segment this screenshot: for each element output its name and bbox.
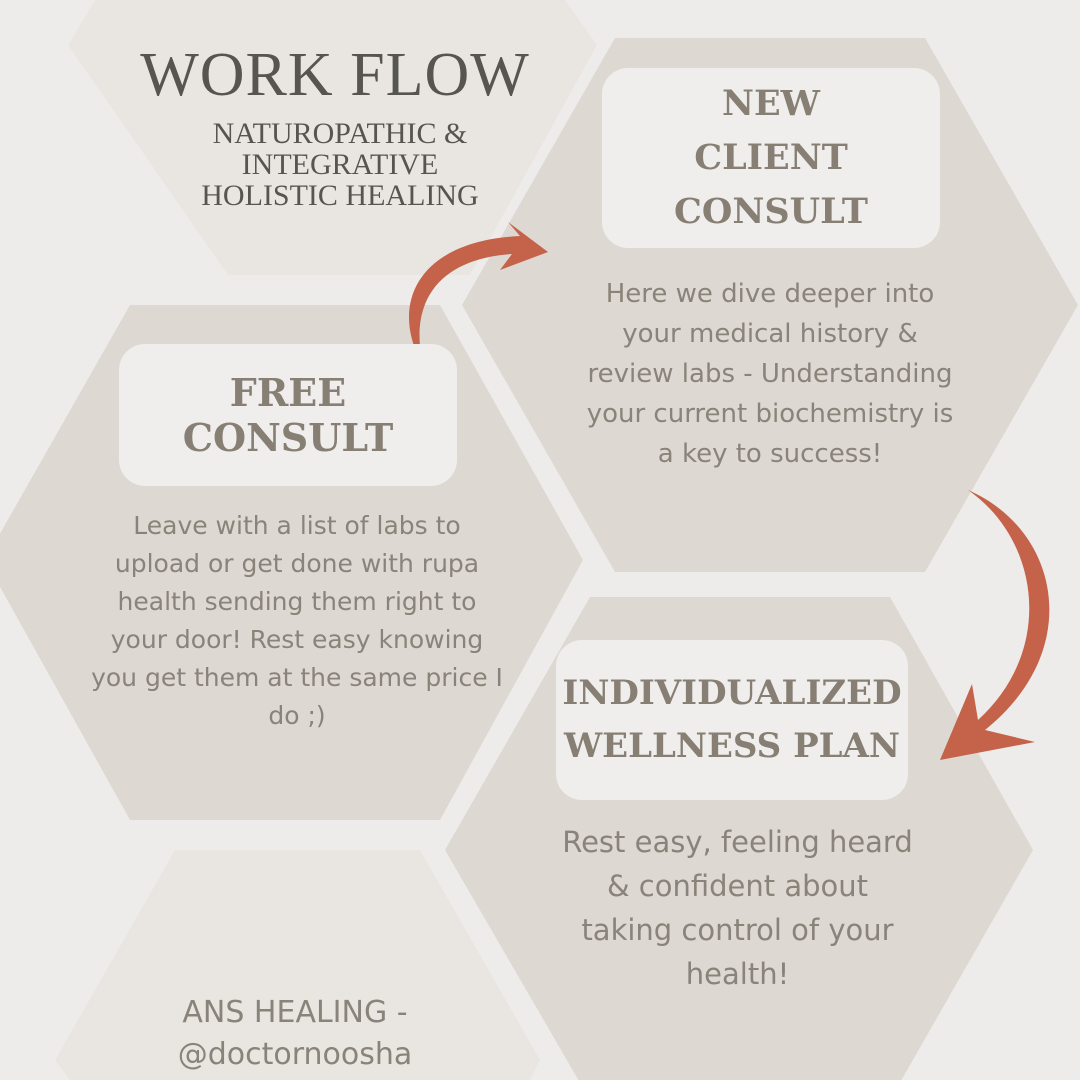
step-title-free-consult: FREE CONSULT [119,344,457,486]
footer-credit: ANS HEALING - @doctornoosha [140,992,450,1076]
hexagon-footer [55,850,540,1080]
step-title-individualized-wellness-plan: INDIVIDUALIZED WELLNESS PLAN [556,640,908,800]
arrow-icon [940,490,1050,760]
footer-brand: ANS HEALING - [182,995,408,1030]
step-description-wellness-plan: Rest easy, feeling heard & confident abo… [562,825,913,991]
step-description-free-consult: Leave with a list of labs to upload or g… [91,511,503,730]
step-title-new-client-consult: NEW CLIENT CONSULT [602,68,940,248]
step-description-new-client-consult: Here we dive deeper into your medical hi… [586,279,954,469]
footer-handle: @doctornoosha [177,1037,413,1072]
page-subtitle: NATUROPATHIC & INTEGRATIVE HOLISTIC HEAL… [201,117,479,212]
page-title: WORK FLOW [140,41,530,109]
arrow-icon [408,222,548,346]
hexagon-title [68,0,597,275]
